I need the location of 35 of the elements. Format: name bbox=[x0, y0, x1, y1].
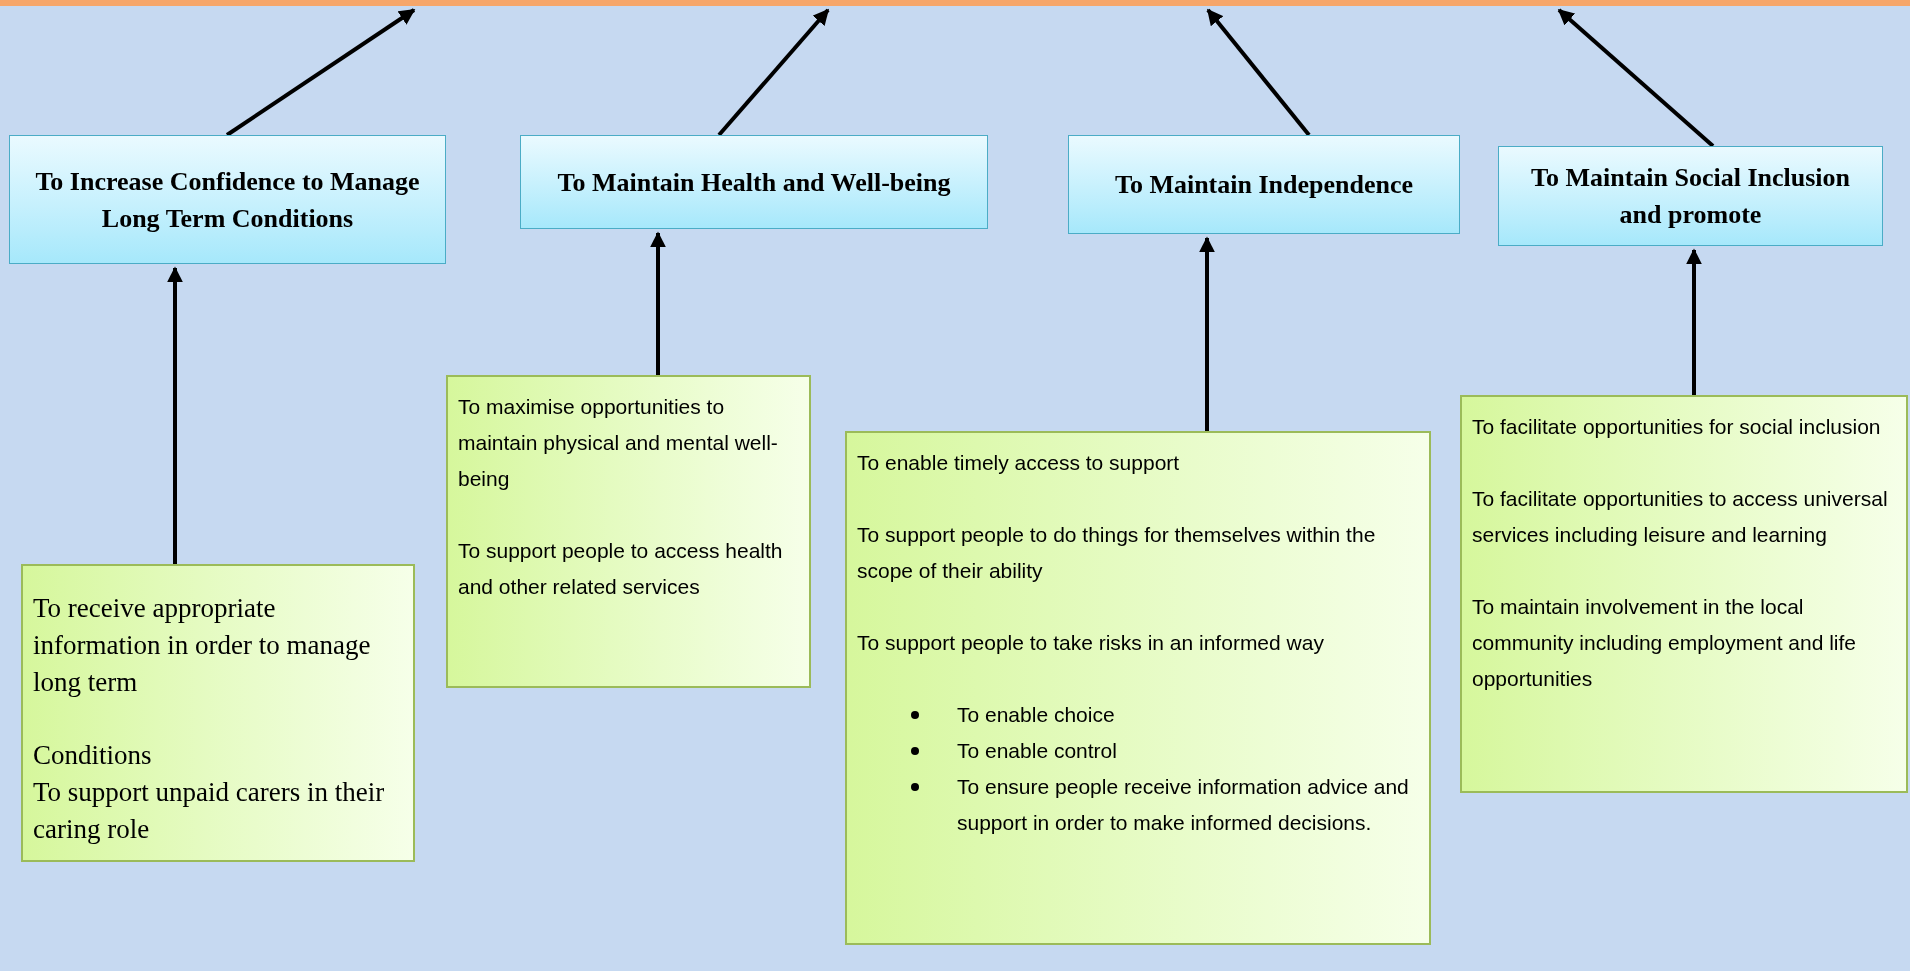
bullet-item: To enable control bbox=[957, 738, 1117, 764]
arrow bbox=[1686, 248, 1702, 395]
arrow bbox=[717, 8, 830, 137]
outcome-text: To support people to take risks in an informed way bbox=[857, 630, 1324, 656]
outcome-box bbox=[446, 375, 811, 688]
objective-box bbox=[9, 135, 446, 264]
objective-title: To Maintain Social Inclusion and promote bbox=[1529, 162, 1852, 231]
objective-box bbox=[1068, 135, 1460, 234]
arrow bbox=[1199, 236, 1215, 431]
bullet-item: To ensure people receive information advice and support in order to make informed decisions. bbox=[957, 774, 1410, 836]
outcome-text: To facilitate opportunities to access universal services including leisure and learning bbox=[1472, 486, 1889, 548]
bullet-item: To enable choice bbox=[957, 702, 1115, 728]
arrow bbox=[225, 8, 416, 137]
outcome-text: To enable timely access to support bbox=[857, 450, 1180, 476]
outcome-text: To receive appropriate information in order to manage long term bbox=[33, 592, 372, 699]
arrow bbox=[1206, 8, 1311, 137]
objective-box bbox=[1498, 146, 1883, 246]
objective-title: To Increase Confidence to Manage Long Term Conditions bbox=[34, 165, 421, 235]
outcome-text: To support people to do things for themselves within the scope of their ability bbox=[857, 522, 1377, 584]
outcome-box bbox=[845, 431, 1431, 945]
objective-title: To Maintain Independence bbox=[1114, 169, 1414, 201]
objective-box bbox=[520, 135, 988, 229]
outcome-box bbox=[21, 564, 415, 862]
arrow bbox=[1557, 8, 1715, 148]
outcome-text: To maintain involvement in the local community including employment and life opportunities bbox=[1472, 594, 1858, 692]
outcome-text: To support people to access health and other related services bbox=[458, 538, 784, 600]
outcome-text: Conditions bbox=[33, 739, 152, 772]
arrow bbox=[650, 231, 666, 375]
outcome-text: To maximise opportunities to maintain physical and mental well-being bbox=[458, 394, 779, 492]
top-bar bbox=[0, 0, 1910, 6]
outcome-text: To facilitate opportunities for social inclusion bbox=[1472, 414, 1881, 440]
objective-title: To Maintain Health and Well-being bbox=[557, 166, 951, 199]
outcome-text: To support unpaid carers in their caring role bbox=[33, 776, 386, 846]
arrow bbox=[167, 266, 183, 564]
outcome-box bbox=[1460, 395, 1908, 793]
